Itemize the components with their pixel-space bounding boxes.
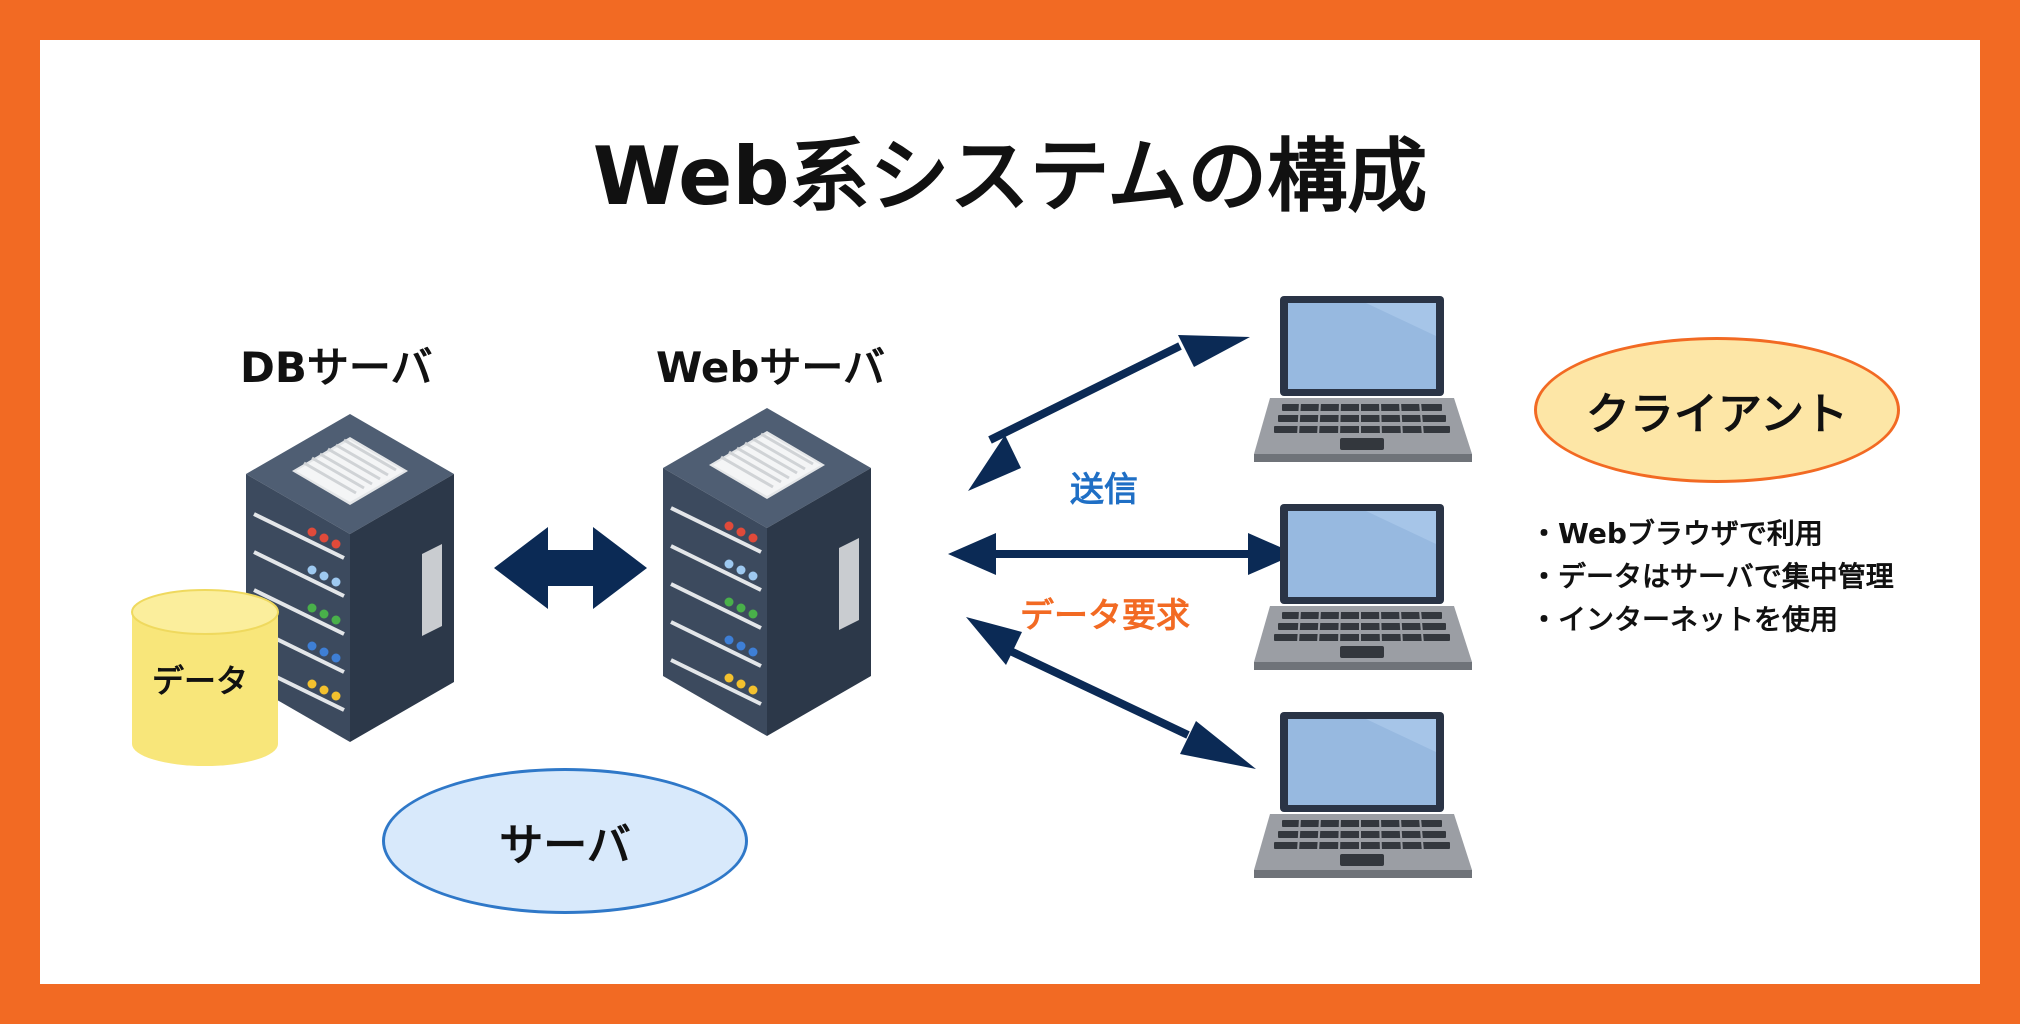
arrow-to-client-bottom [966, 617, 1256, 769]
laptop-icon [1253, 503, 1473, 671]
client-group-ellipse: クライアント [1534, 337, 1900, 483]
data-label: データ [152, 662, 249, 700]
client-notes-list: Webブラウザで利用 データはサーバで集中管理 インターネットを使用 [1530, 512, 1894, 641]
list-item: インターネットを使用 [1530, 598, 1894, 641]
page-title: Web系システムの構成 [592, 130, 1428, 223]
diagram-graphics [131, 295, 1473, 879]
list-item: データはサーバで集中管理 [1530, 555, 1894, 598]
db-web-double-arrow [494, 527, 647, 609]
server-group-ellipse: サーバ [382, 768, 748, 914]
send-label: 送信 [1070, 470, 1138, 510]
web-server-icon [661, 406, 873, 738]
request-label: データ要求 [1020, 596, 1190, 636]
arrow-to-client-middle [948, 533, 1296, 575]
server-group-label: サーバ [499, 820, 631, 871]
list-item: Webブラウザで利用 [1530, 512, 1894, 555]
web-server-label: Webサーバ [656, 343, 885, 392]
client-group-label: クライアント [1585, 389, 1849, 440]
laptop-icon [1253, 295, 1473, 463]
db-server-label: DBサーバ [240, 343, 433, 392]
laptop-icon [1253, 711, 1473, 879]
database-cylinder-icon [131, 589, 279, 766]
diagram-canvas: Web系システムの構成 DBサーバ Webサーバ データ 送信 データ要求 サー… [40, 40, 1980, 984]
arrow-to-client-top [968, 335, 1250, 491]
